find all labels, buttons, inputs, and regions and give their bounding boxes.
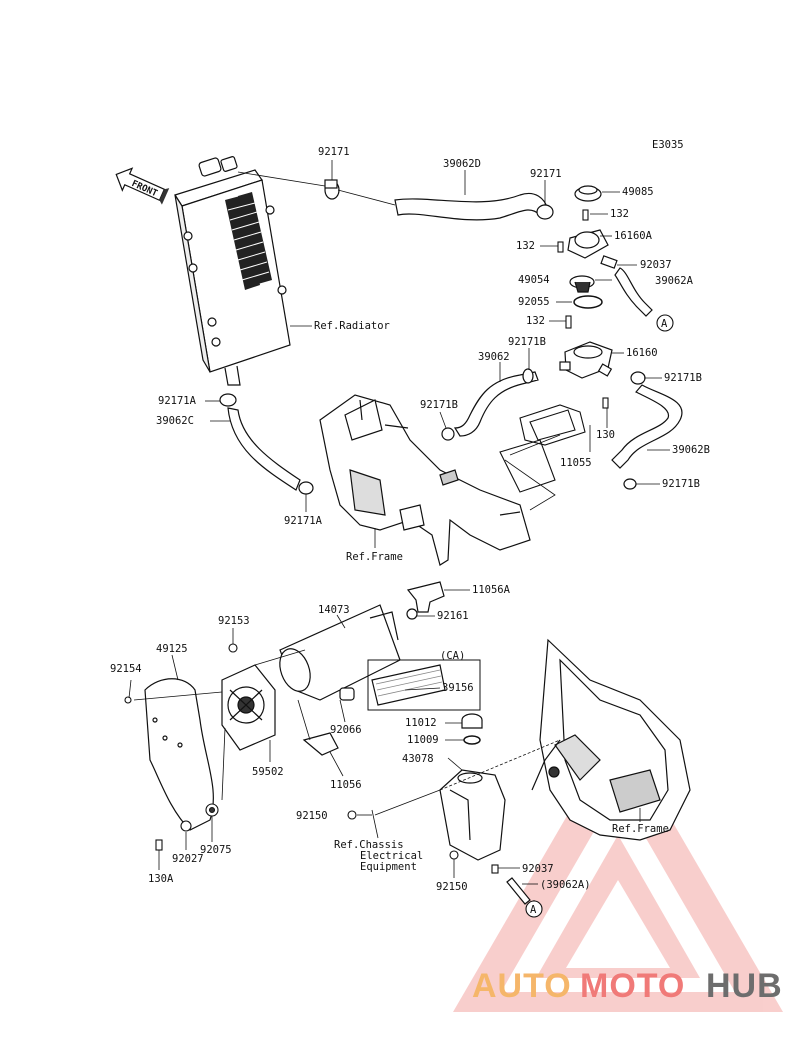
part-label: 11056 bbox=[330, 779, 362, 791]
cover-49125 bbox=[144, 678, 214, 831]
small-fasteners bbox=[124, 643, 499, 874]
part-labels: E3035 92171 39062D 92171 49085 132 132 1… bbox=[110, 139, 710, 893]
leader-lines bbox=[128, 160, 670, 903]
reservoir-43078 bbox=[439, 769, 506, 861]
nut-92161 bbox=[406, 608, 418, 620]
part-label: 49085 bbox=[622, 186, 654, 198]
radiator-cap-49085 bbox=[574, 185, 602, 202]
part-label: 92150 bbox=[296, 810, 328, 822]
cap-11012 bbox=[461, 713, 483, 729]
marker-a-lower-label: A bbox=[530, 904, 537, 916]
part-label: 39062D bbox=[443, 158, 481, 170]
grommet-92066 bbox=[339, 687, 355, 701]
clamp-92171-right bbox=[536, 204, 554, 220]
ref-frame-lower: Ref.Frame bbox=[612, 823, 669, 835]
part-label: 49125 bbox=[156, 643, 188, 655]
hose-39062 bbox=[453, 371, 539, 437]
diagram-code: E3035 bbox=[652, 139, 684, 151]
watermark-part1: AUTO bbox=[472, 967, 572, 1005]
part-label: 92066 bbox=[330, 724, 362, 736]
hose-39062c bbox=[227, 407, 301, 491]
watermark-text: AUTO MOTO HUB bbox=[472, 967, 783, 1005]
hose-39062d bbox=[394, 192, 549, 221]
part-label: 92171B bbox=[662, 478, 700, 490]
part-label: 39156 bbox=[442, 682, 474, 694]
part-label: 92171A bbox=[158, 395, 197, 407]
part-label: 11009 bbox=[407, 734, 439, 746]
clamp-92171-left bbox=[324, 179, 340, 200]
o-ring-92055 bbox=[573, 295, 603, 309]
marker-a-lower: A bbox=[525, 900, 543, 918]
shroud-14073 bbox=[279, 604, 401, 701]
ca-box bbox=[367, 659, 481, 711]
bracket-11056a bbox=[406, 581, 445, 613]
part-label: (CA) bbox=[440, 650, 465, 662]
part-label: 92171A bbox=[284, 515, 323, 527]
radiator bbox=[174, 156, 291, 386]
part-label: 92154 bbox=[110, 663, 142, 675]
part-label: 39062C bbox=[156, 415, 194, 427]
front-arrow-icon: FRONT bbox=[115, 167, 170, 205]
part-label: 92027 bbox=[172, 853, 204, 865]
part-label: 39062B bbox=[672, 444, 710, 456]
watermark-part3: HUB bbox=[706, 967, 783, 1005]
part-label: 92171 bbox=[318, 146, 350, 158]
thermostat-housing-16160a bbox=[567, 229, 618, 269]
part-label: 130 bbox=[596, 429, 615, 441]
ref-radiator: Ref.Radiator bbox=[314, 320, 390, 332]
ref-chassis-line2: Electrical bbox=[360, 850, 423, 862]
part-label: 92037 bbox=[640, 259, 672, 271]
part-label: 132 bbox=[526, 315, 545, 327]
part-label: 92161 bbox=[437, 610, 469, 622]
part-label: 132 bbox=[516, 240, 535, 252]
fan-59502 bbox=[221, 664, 276, 751]
part-label: 92150 bbox=[436, 881, 468, 893]
part-label: 14073 bbox=[318, 604, 350, 616]
marker-a-upper-label: A bbox=[661, 318, 668, 330]
part-label: 11055 bbox=[560, 457, 592, 469]
part-label: 92171B bbox=[508, 336, 546, 348]
watermark-part2: MOTO bbox=[580, 967, 685, 1005]
small-clamps bbox=[219, 368, 646, 495]
marker-a-upper: A bbox=[656, 314, 674, 332]
part-label: 92075 bbox=[200, 844, 232, 856]
ring-11009 bbox=[463, 735, 481, 745]
part-label: 92171B bbox=[664, 372, 702, 384]
part-label: 39062A bbox=[655, 275, 694, 287]
ref-chassis-line3: Equipment bbox=[360, 861, 417, 873]
part-label: 11056A bbox=[472, 584, 511, 596]
ref-frame-upper: Ref.Frame bbox=[346, 551, 403, 563]
bracket-11056 bbox=[302, 732, 339, 756]
frame-lower bbox=[531, 638, 691, 841]
ref-chassis-line1: Ref.Chassis bbox=[334, 839, 404, 851]
part-label: 59502 bbox=[252, 766, 284, 778]
part-label: (39062A) bbox=[540, 879, 591, 891]
part-label: 92055 bbox=[518, 296, 550, 308]
part-label: 92171B bbox=[420, 399, 458, 411]
part-label: 92171 bbox=[530, 168, 562, 180]
part-label: 130A bbox=[148, 873, 174, 885]
thermostat-49054 bbox=[569, 275, 595, 293]
part-label: 92037 bbox=[522, 863, 554, 875]
frame-upper bbox=[319, 394, 531, 566]
part-label: 16160 bbox=[626, 347, 658, 359]
part-label: 92153 bbox=[218, 615, 250, 627]
part-label: 11012 bbox=[405, 717, 437, 729]
hose-39062b bbox=[611, 384, 683, 469]
part-label: 39062 bbox=[478, 351, 510, 363]
thermostat-case-16160 bbox=[559, 341, 613, 379]
watermark-logo-icon bbox=[453, 728, 783, 1012]
bolts bbox=[557, 209, 609, 409]
part-label: 43078 bbox=[402, 753, 434, 765]
part-label: 49054 bbox=[518, 274, 550, 286]
hose-39062a-lower bbox=[506, 877, 531, 905]
part-label: 16160A bbox=[614, 230, 653, 242]
label-39156 bbox=[371, 664, 446, 706]
part-label: 132 bbox=[610, 208, 629, 220]
hose-39062a bbox=[614, 267, 653, 317]
bracket-11055 bbox=[499, 404, 586, 493]
